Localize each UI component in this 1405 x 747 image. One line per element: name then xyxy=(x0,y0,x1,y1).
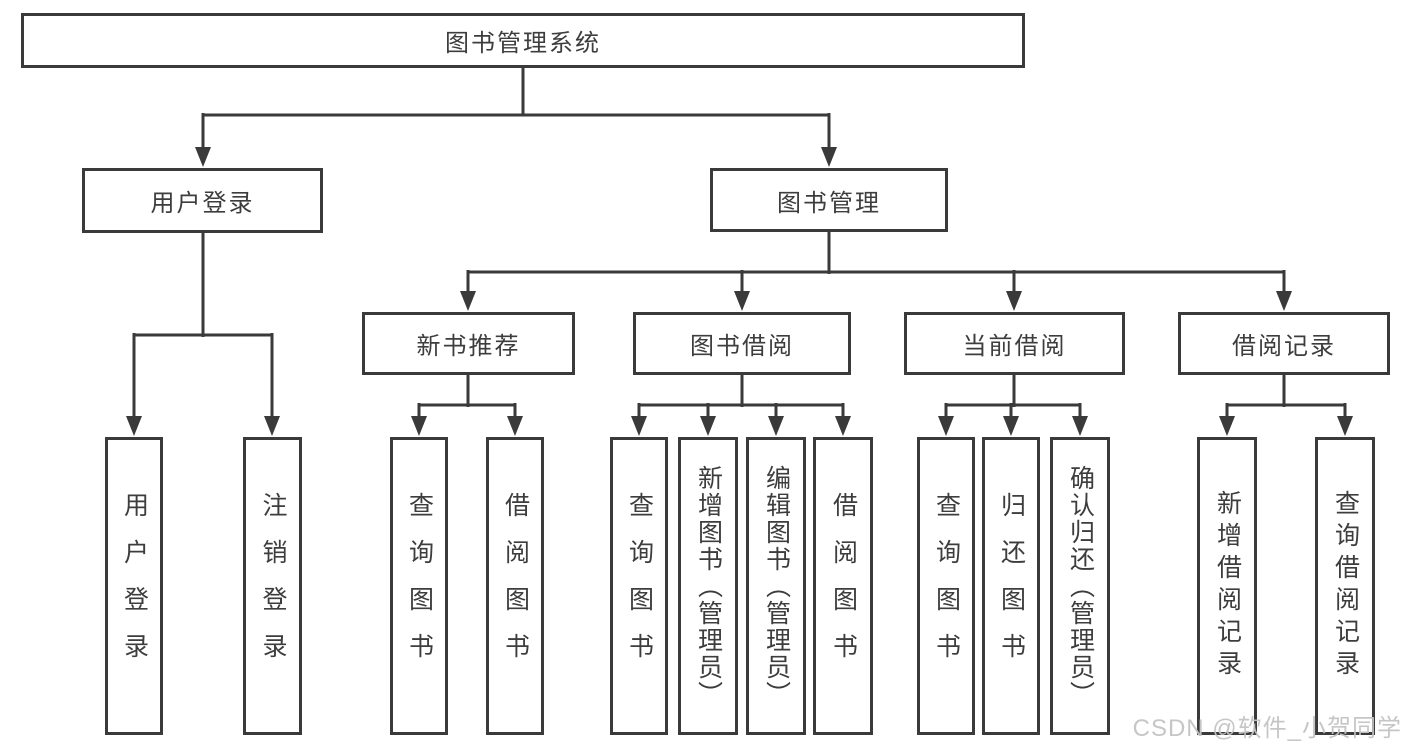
leaf-borrow-books: 借阅图书 xyxy=(813,437,873,735)
node-borrow-records: 借阅记录 xyxy=(1178,312,1390,375)
node-new-book-recommend: 新书推荐 xyxy=(362,312,575,375)
leaf-edit-books-admin: 编辑图书（管理员） xyxy=(746,437,806,735)
node-current-borrow: 当前借阅 xyxy=(904,312,1125,375)
leaf-return-books: 归还图书 xyxy=(982,437,1040,735)
leaf-add-borrow-record: 新增借阅记录 xyxy=(1197,437,1257,735)
leaf-query-books-recommend: 查询图书 xyxy=(390,437,448,735)
leaf-add-books-admin: 新增图书（管理员） xyxy=(678,437,738,735)
node-book-borrow: 图书借阅 xyxy=(633,312,851,375)
csdn-watermark: CSDN @软件_小贺同学 xyxy=(1132,715,1402,742)
node-book-management: 图书管理 xyxy=(710,168,948,232)
node-root-library-system: 图书管理系统 xyxy=(21,13,1025,68)
leaf-query-books-current: 查询图书 xyxy=(917,437,975,735)
node-user-login: 用户登录 xyxy=(82,168,323,233)
leaf-logout: 注销登录 xyxy=(243,437,302,735)
leaf-confirm-return-admin: 确认归还（管理员） xyxy=(1050,437,1110,735)
leaf-borrow-books-recommend: 借阅图书 xyxy=(486,437,544,735)
leaf-query-books-borrow: 查询图书 xyxy=(610,437,668,735)
leaf-user-login: 用户登录 xyxy=(105,437,163,735)
leaf-query-borrow-record: 查询借阅记录 xyxy=(1315,437,1375,735)
